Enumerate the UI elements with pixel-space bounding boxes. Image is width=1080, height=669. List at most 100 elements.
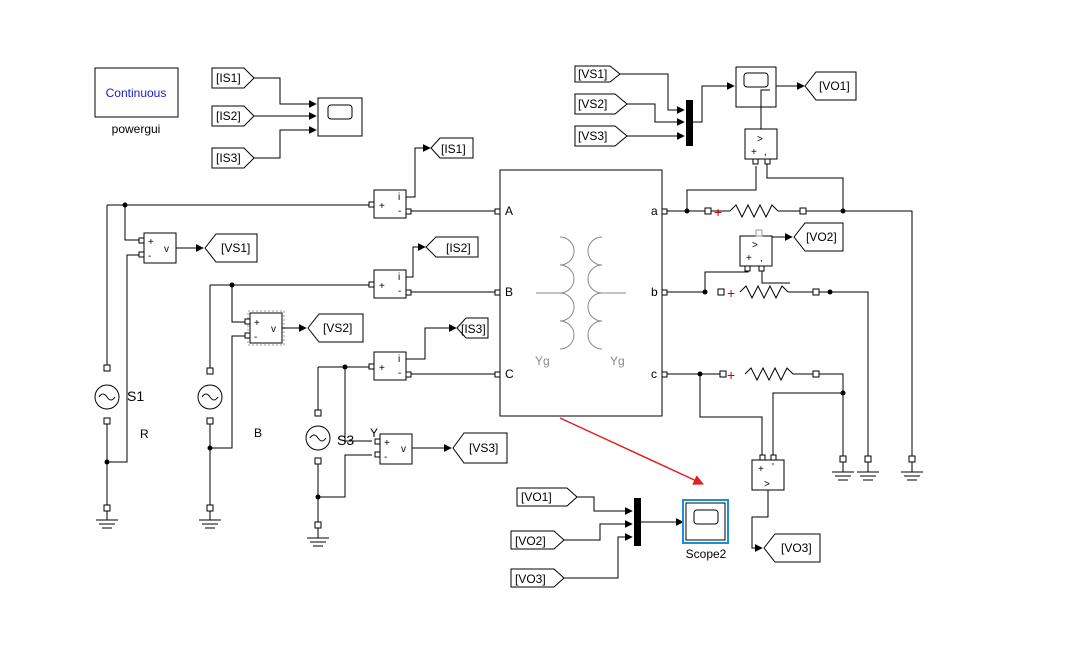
svg-text:+: +: [148, 237, 154, 248]
scope2-label: Scope2: [686, 547, 727, 561]
svg-text:a: a: [651, 204, 658, 218]
ground-load-2: [857, 462, 879, 481]
voltage-from-tag-3[interactable]: [VS3]: [574, 125, 628, 147]
svg-text:[IS2]: [IS2]: [446, 241, 471, 255]
svg-text:>: >: [757, 134, 763, 145]
current-from-tag-2[interactable]: [IS2]: [211, 105, 255, 127]
svg-text:+: +: [254, 318, 260, 329]
svg-text:[VS3]: [VS3]: [578, 129, 607, 143]
svg-text:+: +: [714, 204, 722, 220]
phase-label-y: Y: [370, 426, 378, 440]
svg-text:[VO1]: [VO1]: [521, 490, 552, 504]
current-from-tag-1[interactable]: [IS1]: [211, 67, 255, 89]
voltage-measurement-1[interactable]: + - v: [143, 232, 177, 264]
powergui-label: powergui: [112, 122, 161, 136]
current-from-tag-3[interactable]: [IS3]: [211, 147, 255, 169]
svg-text:[VS1]: [VS1]: [578, 67, 607, 81]
svg-text:[IS1]: [IS1]: [441, 142, 466, 156]
current-goto-tag-2[interactable]: [IS2]: [425, 236, 479, 258]
svg-text:v: v: [401, 444, 406, 455]
svg-text:i: i: [398, 192, 400, 203]
svg-text:[IS3]: [IS3]: [216, 151, 241, 165]
current-goto-tag-3[interactable]: [IS3]: [456, 317, 489, 339]
svg-text:c: c: [651, 367, 657, 381]
phase-label-b: B: [254, 426, 262, 440]
svg-text:[VS1]: [VS1]: [221, 241, 250, 255]
powergui-block[interactable]: Continuous powergui: [94, 67, 179, 136]
output-goto-tag-1[interactable]: [VO1]: [804, 71, 857, 101]
load-resistor-c[interactable]: [744, 366, 794, 382]
svg-text:[VO2]: [VO2]: [806, 230, 837, 244]
svg-text:,: ,: [760, 253, 763, 264]
svg-text:[VO1]: [VO1]: [819, 79, 850, 93]
voltage-from-tag-1[interactable]: [VS1]: [574, 65, 621, 83]
svg-text:[IS2]: [IS2]: [216, 109, 241, 123]
annotation-arrow: [559, 417, 704, 485]
voltage-measurement-out-1[interactable]: > + ,: [744, 128, 778, 160]
ground-y: [307, 528, 329, 547]
ground-r: [96, 511, 118, 529]
ground-load-3: [901, 462, 923, 481]
output-goto-tag-2[interactable]: [VO2]: [793, 222, 844, 252]
svg-text:[IS1]: [IS1]: [216, 71, 241, 85]
current-measurement-3[interactable]: + i -: [373, 351, 407, 381]
svg-text:-: -: [384, 452, 387, 463]
svg-text:+: +: [379, 281, 385, 292]
svg-text:[VO3]: [VO3]: [781, 541, 812, 555]
primary-winding-label: Yg: [535, 354, 550, 368]
svg-text:+: +: [379, 201, 385, 212]
current-goto-tag-1[interactable]: [IS1]: [430, 137, 474, 159]
svg-text:A: A: [505, 204, 513, 218]
ground-b: [199, 511, 221, 529]
output-from-tag-2[interactable]: [VO2]: [510, 530, 565, 550]
svg-text:-: -: [398, 206, 401, 217]
svg-text:+: +: [727, 285, 735, 301]
voltage-measurement-3[interactable]: + - v: [379, 433, 413, 465]
svg-text:-: -: [398, 368, 401, 379]
svg-text:[VS2]: [VS2]: [578, 97, 607, 111]
voltage-measurement-out-2[interactable]: > + ,: [739, 229, 773, 267]
svg-text:+: +: [751, 147, 757, 158]
three-phase-transformer[interactable]: A B C a b c Yg Yg: [494, 169, 668, 417]
current-measurement-2[interactable]: + i -: [373, 269, 407, 299]
svg-text:b: b: [651, 285, 658, 299]
svg-text:C: C: [505, 367, 514, 381]
svg-text:>: >: [764, 479, 770, 490]
output-goto-tag-3[interactable]: [VO3]: [763, 533, 821, 563]
svg-text:i: i: [398, 272, 400, 283]
voltage-goto-tag-3[interactable]: [VS3]: [452, 432, 508, 464]
scope-currents[interactable]: [317, 97, 363, 137]
svg-text:+: +: [746, 253, 752, 264]
output-from-tag-3[interactable]: [VO3]: [510, 568, 565, 588]
svg-text:': ': [772, 462, 774, 473]
scope-outputs-top[interactable]: [735, 66, 777, 108]
scope2-block[interactable]: Scope2: [682, 499, 729, 561]
mux-voltages[interactable]: [686, 100, 693, 146]
svg-text:-: -: [254, 332, 257, 343]
svg-text:[VS2]: [VS2]: [323, 321, 352, 335]
voltage-measurement-2[interactable]: + - v: [247, 310, 285, 346]
load-resistor-b[interactable]: [739, 284, 789, 300]
voltage-goto-tag-1[interactable]: [VS1]: [204, 233, 258, 263]
svg-text:[VS3]: [VS3]: [469, 441, 498, 455]
svg-text:[VO2]: [VO2]: [515, 534, 546, 548]
svg-text:+: +: [384, 438, 390, 449]
voltage-measurement-out-3[interactable]: + ' >: [751, 459, 785, 491]
svg-text:>: >: [752, 240, 758, 251]
voltage-from-tag-2[interactable]: [VS2]: [574, 93, 628, 115]
output-from-tag-1[interactable]: [VO1]: [516, 487, 578, 507]
mux-outputs[interactable]: [634, 498, 641, 546]
svg-text:[IS3]: [IS3]: [461, 322, 486, 336]
load-resistor-a[interactable]: [729, 203, 779, 219]
svg-text:v: v: [164, 244, 169, 255]
voltage-goto-tag-2[interactable]: [VS2]: [307, 313, 364, 343]
svg-text:+: +: [758, 464, 764, 475]
current-measurement-1[interactable]: + i -: [373, 189, 407, 219]
svg-text:-: -: [148, 251, 151, 262]
svg-text:-: -: [398, 286, 401, 297]
source-label-s1: S1: [127, 388, 144, 404]
phase-label-r: R: [140, 427, 149, 441]
secondary-winding-label: Yg: [610, 354, 625, 368]
powergui-mode: Continuous: [106, 86, 167, 100]
svg-text:v: v: [271, 324, 276, 335]
